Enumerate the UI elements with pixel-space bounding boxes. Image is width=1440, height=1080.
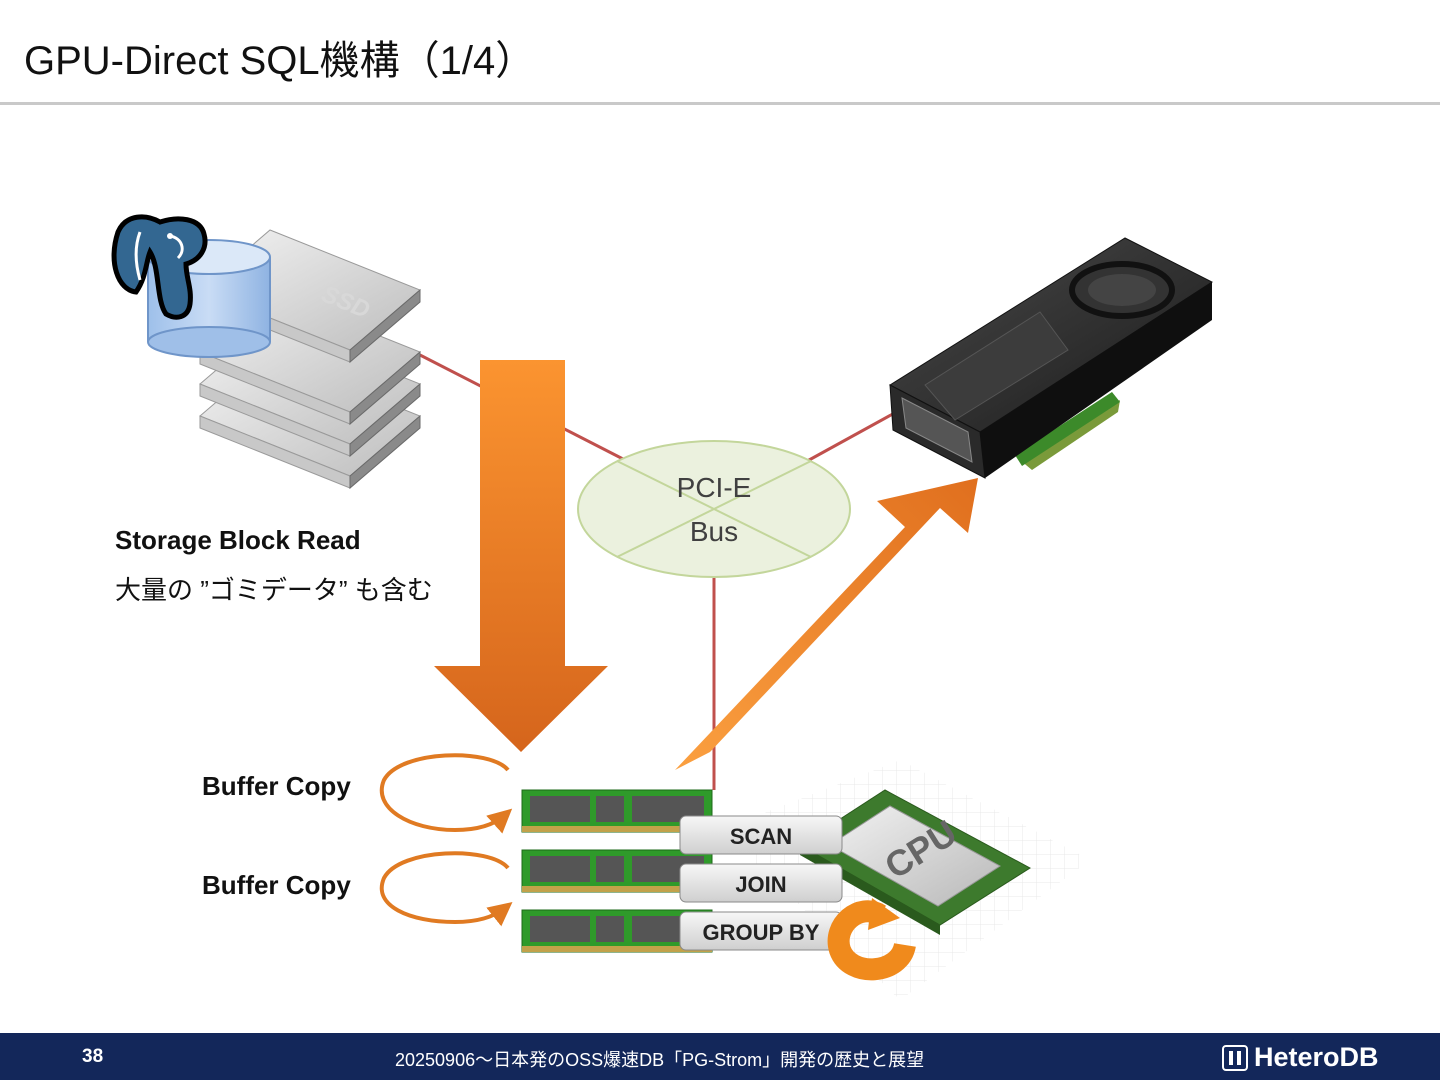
gpu-card-icon	[888, 237, 1214, 479]
op-scan-box: SCAN	[679, 815, 843, 855]
slide-title: GPU-Direct SQL機構（1/4）	[24, 39, 536, 83]
bus-label-line2: Bus	[690, 516, 738, 547]
postgresql-elephant-icon	[111, 214, 208, 320]
brand-logo: HeteroDB	[1222, 1042, 1379, 1073]
op-groupby-box: GROUP BY	[679, 911, 843, 951]
op-join-label: JOIN	[735, 872, 786, 897]
buffer-copy-label-1: Buffer Copy	[202, 771, 351, 801]
architecture-diagram: PCI-E Bus SSD	[111, 214, 1214, 1000]
cpu-cycle-arrow	[827, 900, 916, 981]
op-scan-label: SCAN	[730, 824, 792, 849]
op-join-box: JOIN	[679, 863, 843, 903]
op-groupby-label: GROUP BY	[703, 920, 820, 945]
storage-read-arrow	[434, 360, 608, 752]
footer-title: 20250906〜日本発のOSS爆速DB「PG-Strom」開発の歴史と展望	[395, 1050, 925, 1070]
buffer-copy-label-2: Buffer Copy	[202, 870, 351, 900]
cpu-cycle-arrowhead	[868, 898, 900, 930]
storage-read-sublabel: 大量の ”ゴミデータ” も含む	[115, 575, 433, 605]
pcie-bus-node: PCI-E Bus	[577, 440, 851, 578]
gpu-transfer-arrow	[675, 478, 978, 770]
buffer-copy-loop-2	[379, 851, 513, 927]
storage-read-label: Storage Block Read	[115, 525, 361, 555]
heterodb-logo-icon	[1222, 1044, 1248, 1071]
ram-modules	[521, 789, 713, 953]
bus-label-line1: PCI-E	[677, 472, 752, 503]
brand-name: HeteroDB	[1254, 1042, 1379, 1072]
page-number: 38	[82, 1046, 104, 1067]
title-divider	[0, 102, 1440, 105]
buffer-copy-loop-1	[379, 753, 513, 834]
footer-bar: 38 20250906〜日本発のOSS爆速DB「PG-Strom」開発の歴史と展…	[0, 1033, 1440, 1080]
